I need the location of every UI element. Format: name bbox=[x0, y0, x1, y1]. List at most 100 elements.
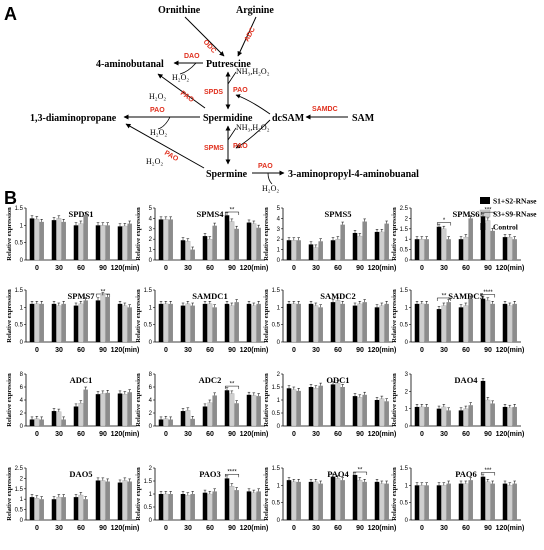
bar bbox=[122, 393, 128, 427]
y-tick-label: 0 bbox=[149, 518, 153, 524]
bar bbox=[256, 396, 261, 426]
nh3-label-2: NH₃,H₂O₂ bbox=[236, 123, 270, 132]
y-tick-label: 3 bbox=[277, 227, 281, 233]
x-tick-label: 0 bbox=[35, 347, 39, 354]
chart-title: DAO4 bbox=[454, 375, 478, 385]
x-tick-label: 30 bbox=[312, 431, 320, 438]
bar bbox=[362, 302, 367, 342]
y-tick-label: 2 bbox=[405, 216, 409, 222]
x-tick-label: 30 bbox=[184, 265, 192, 272]
y-tick-label: 0 bbox=[405, 424, 409, 430]
bar bbox=[202, 236, 208, 260]
y-tick-label: 1.5 bbox=[15, 288, 24, 294]
bar bbox=[352, 232, 358, 260]
bar bbox=[441, 406, 447, 427]
x-tick-label: 60 bbox=[462, 431, 470, 438]
x-tick-label: 30 bbox=[440, 265, 448, 272]
x-tick-label: 120(min) bbox=[240, 265, 269, 272]
significance-bracket bbox=[224, 385, 240, 390]
x-tick-label: 60 bbox=[462, 265, 470, 272]
y-tick-label: 1 bbox=[149, 492, 153, 498]
y-tick-label: 0 bbox=[277, 258, 281, 264]
y-tick-label: 1.5 bbox=[272, 288, 281, 294]
bar bbox=[490, 403, 495, 426]
y-tick-label: 8 bbox=[20, 372, 24, 378]
bar bbox=[374, 231, 380, 260]
bar bbox=[202, 492, 208, 520]
x-tick-label: 60 bbox=[334, 265, 342, 272]
bar bbox=[73, 497, 79, 520]
bar bbox=[414, 239, 420, 260]
bar bbox=[234, 490, 239, 520]
bar bbox=[61, 497, 66, 520]
enzyme-pao-1: PAO bbox=[179, 90, 195, 104]
bar bbox=[185, 410, 191, 427]
y-tick-label: 0.5 bbox=[400, 248, 409, 254]
bar bbox=[313, 247, 319, 261]
bar bbox=[234, 302, 239, 342]
bar bbox=[286, 303, 292, 342]
significance-bracket bbox=[224, 211, 240, 215]
bar bbox=[512, 406, 517, 426]
y-tick-label: 0.5 bbox=[272, 411, 281, 417]
x-tick-label: 120(min) bbox=[496, 431, 525, 438]
x-tick-label: 0 bbox=[35, 525, 39, 532]
x-tick-label: 120(min) bbox=[111, 347, 140, 354]
bar bbox=[340, 303, 345, 342]
bar bbox=[117, 303, 123, 342]
bar bbox=[246, 222, 252, 260]
y-tick-label: 1 bbox=[277, 483, 281, 489]
bar bbox=[330, 384, 336, 426]
y-tick-label: 4 bbox=[149, 398, 153, 404]
metabolite-diaminopropane: 1,3-diaminopropane bbox=[30, 113, 117, 124]
y-tick-label: 1 bbox=[277, 248, 281, 254]
bar bbox=[502, 237, 508, 260]
bar bbox=[291, 303, 297, 343]
bar bbox=[224, 478, 230, 520]
panel-label-b: B bbox=[4, 188, 17, 208]
y-tick-label: 0.5 bbox=[400, 501, 409, 507]
bar bbox=[212, 395, 217, 426]
bar bbox=[485, 220, 491, 261]
y-axis-label: Relative expression bbox=[391, 207, 398, 261]
bar bbox=[61, 419, 66, 426]
enzyme-dao: DAO bbox=[184, 53, 200, 60]
x-tick-label: 30 bbox=[55, 525, 63, 532]
bar bbox=[507, 485, 513, 521]
bar bbox=[51, 220, 57, 260]
x-tick-label: 30 bbox=[184, 347, 192, 354]
h2o2-branch-3 bbox=[157, 116, 171, 130]
bar bbox=[502, 483, 508, 520]
x-tick-label: 60 bbox=[77, 525, 85, 532]
enzyme-spds: SPDS bbox=[204, 89, 223, 96]
arrow-arginine-putrescine bbox=[237, 16, 257, 57]
y-axis-label: Relative expression bbox=[135, 207, 142, 261]
bar bbox=[352, 474, 358, 520]
bar bbox=[441, 485, 447, 521]
y-tick-label: 6 bbox=[20, 385, 24, 391]
bar bbox=[362, 221, 367, 260]
y-tick-label: 0 bbox=[149, 424, 153, 430]
bar bbox=[117, 482, 123, 520]
y-tick-label: 1.5 bbox=[272, 466, 281, 472]
bar bbox=[105, 392, 110, 426]
bar bbox=[485, 399, 491, 427]
enzyme-odc: ODC bbox=[202, 39, 218, 55]
enzyme-pao-6: PAO bbox=[258, 163, 273, 170]
bar bbox=[163, 418, 169, 427]
y-tick-label: 0 bbox=[149, 340, 153, 346]
bar bbox=[419, 239, 425, 261]
chart-title: DAO5 bbox=[69, 469, 92, 479]
bar bbox=[212, 307, 217, 342]
bar bbox=[180, 411, 186, 426]
bar bbox=[374, 481, 380, 520]
bar bbox=[384, 303, 389, 342]
bar bbox=[56, 411, 62, 427]
bar bbox=[318, 385, 323, 426]
significance-bracket bbox=[480, 211, 496, 216]
y-tick-label: 0 bbox=[405, 258, 409, 264]
x-tick-label: 90 bbox=[228, 265, 236, 272]
y-tick-label: 0 bbox=[20, 340, 24, 346]
